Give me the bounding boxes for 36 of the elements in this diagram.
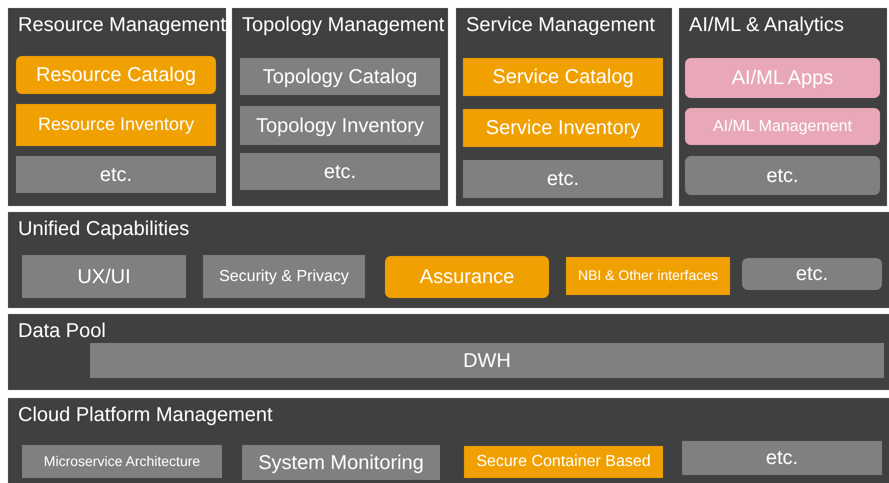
module-box: Resource Catalog (16, 56, 216, 94)
module-box: DWH (90, 343, 884, 378)
module-box: Microservice Architecture (22, 445, 222, 478)
module-box: etc. (240, 153, 440, 190)
layer-panel (679, 8, 887, 206)
panel-title: Topology Management (242, 14, 444, 37)
module-box: Assurance (385, 256, 549, 298)
module-box: System Monitoring (242, 445, 440, 480)
module-box: Topology Catalog (240, 58, 440, 95)
module-box: etc. (16, 156, 216, 193)
panel-title: Cloud Platform Management (18, 404, 273, 427)
module-box: etc. (463, 160, 663, 198)
module-box: etc. (682, 441, 882, 475)
module-box: Service Inventory (463, 109, 663, 147)
module-box: etc. (685, 156, 880, 195)
layer-panel (8, 8, 226, 206)
module-box: Topology Inventory (240, 106, 440, 145)
layer-panel (456, 8, 672, 206)
module-box: UX/UI (22, 255, 186, 298)
panel-title: Unified Capabilities (18, 218, 190, 241)
module-box: NBI & Other interfaces (566, 257, 730, 295)
layer-panel (8, 398, 889, 483)
module-box: AI/ML Management (685, 108, 880, 145)
layer-panel (8, 314, 889, 390)
module-box: etc. (742, 258, 882, 290)
panel-title: AI/ML & Analytics (689, 14, 844, 37)
layer-panel (8, 212, 889, 308)
module-box: Service Catalog (463, 58, 663, 96)
module-box: Security & Privacy (203, 255, 365, 298)
panel-title: Resource Management (18, 14, 226, 37)
module-box: Resource Inventory (16, 104, 216, 146)
layer-panel (232, 8, 448, 206)
module-box: Secure Container Based (464, 446, 663, 478)
panel-title: Data Pool (18, 320, 106, 343)
module-box: AI/ML Apps (685, 58, 880, 98)
panel-title: Service Management (466, 14, 655, 37)
